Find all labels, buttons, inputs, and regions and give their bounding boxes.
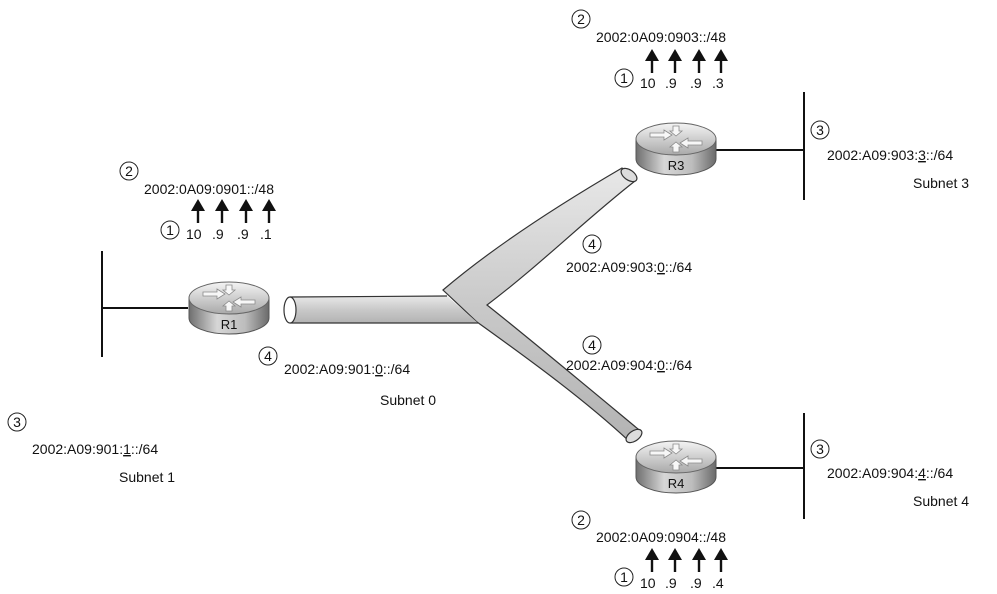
subnet-1-prefix: 2002:A09:901:1::/64 <box>32 441 158 457</box>
r3-ipv4-octet-1: 10 <box>640 75 656 91</box>
subnet-3-label: Subnet 3 <box>913 175 969 191</box>
r1-step3-marker: 3 <box>7 412 27 432</box>
svg-text:3: 3 <box>816 441 824 457</box>
svg-text:3: 3 <box>816 122 824 138</box>
subnet-0-r3-prefix: 2002:A09:903:0::/64 <box>566 259 692 275</box>
svg-text:1: 1 <box>620 569 628 585</box>
svg-text:2: 2 <box>577 11 585 27</box>
r3-octet-arrows <box>645 49 728 73</box>
router-r1-label: R1 <box>221 317 238 332</box>
svg-text:3: 3 <box>13 414 21 430</box>
router-r3[interactable]: R3 <box>635 122 717 176</box>
r1-ipv4-octet-4: .1 <box>260 226 272 242</box>
r4-ipv4-octet-4: .4 <box>712 575 724 591</box>
r3-step2-marker: 2 <box>571 9 591 29</box>
r3-ipv4-octet-4: .3 <box>712 75 724 91</box>
router-r1[interactable]: R1 <box>188 281 270 335</box>
r1-6to4-prefix: 2002:0A09:0901::/48 <box>144 181 274 197</box>
svg-text:4: 4 <box>264 348 272 364</box>
r3-6to4-prefix: 2002:0A09:0903::/48 <box>596 29 726 45</box>
r1-ipv4-octet-2: .9 <box>212 226 224 242</box>
r3-step4-marker: 4 <box>582 234 602 254</box>
router-r4[interactable]: R4 <box>635 440 717 494</box>
r4-ipv4-octet-2: .9 <box>665 575 677 591</box>
r4-step3-marker: 3 <box>810 439 830 459</box>
r4-ipv4-octet-3: .9 <box>690 575 702 591</box>
subnet-1-label: Subnet 1 <box>119 469 175 485</box>
svg-text:2: 2 <box>125 163 133 179</box>
subnet-4-prefix: 2002:A09:904:4::/64 <box>827 465 953 481</box>
svg-text:4: 4 <box>588 236 596 252</box>
r1-octet-arrows <box>191 199 276 223</box>
r4-ipv4-octet-1: 10 <box>640 575 656 591</box>
subnet-0-r4-prefix: 2002:A09:904:0::/64 <box>566 357 692 373</box>
router-r3-label: R3 <box>668 158 685 173</box>
r1-step1-marker: 1 <box>160 220 180 240</box>
svg-text:2: 2 <box>577 512 585 528</box>
router-r4-label: R4 <box>668 476 685 491</box>
svg-text:4: 4 <box>588 337 596 353</box>
svg-text:1: 1 <box>166 222 174 238</box>
subnet-3-prefix: 2002:A09:903:3::/64 <box>827 147 953 163</box>
r3-ipv4-octet-3: .9 <box>690 75 702 91</box>
r1-ipv4-octet-1: 10 <box>186 226 202 242</box>
subnet-0-r1-prefix: 2002:A09:901:0::/64 <box>284 361 410 377</box>
subnet-0-link <box>283 167 643 444</box>
svg-text:1: 1 <box>620 70 628 86</box>
r4-step2-marker: 2 <box>571 510 591 530</box>
r4-step4-marker: 4 <box>582 335 602 355</box>
r1-step4-marker: 4 <box>258 346 278 366</box>
r4-octet-arrows <box>645 548 728 572</box>
subnet-4-label: Subnet 4 <box>913 493 969 509</box>
r1-ipv4-octet-3: .9 <box>237 226 249 242</box>
r4-step1-marker: 1 <box>614 567 634 587</box>
subnet-0-label: Subnet 0 <box>380 392 436 408</box>
r1-step2-marker: 2 <box>119 161 139 181</box>
r3-step1-marker: 1 <box>614 68 634 88</box>
r4-6to4-prefix: 2002:0A09:0904::/48 <box>596 529 726 545</box>
r3-ipv4-octet-2: .9 <box>665 75 677 91</box>
r3-step3-marker: 3 <box>810 120 830 140</box>
